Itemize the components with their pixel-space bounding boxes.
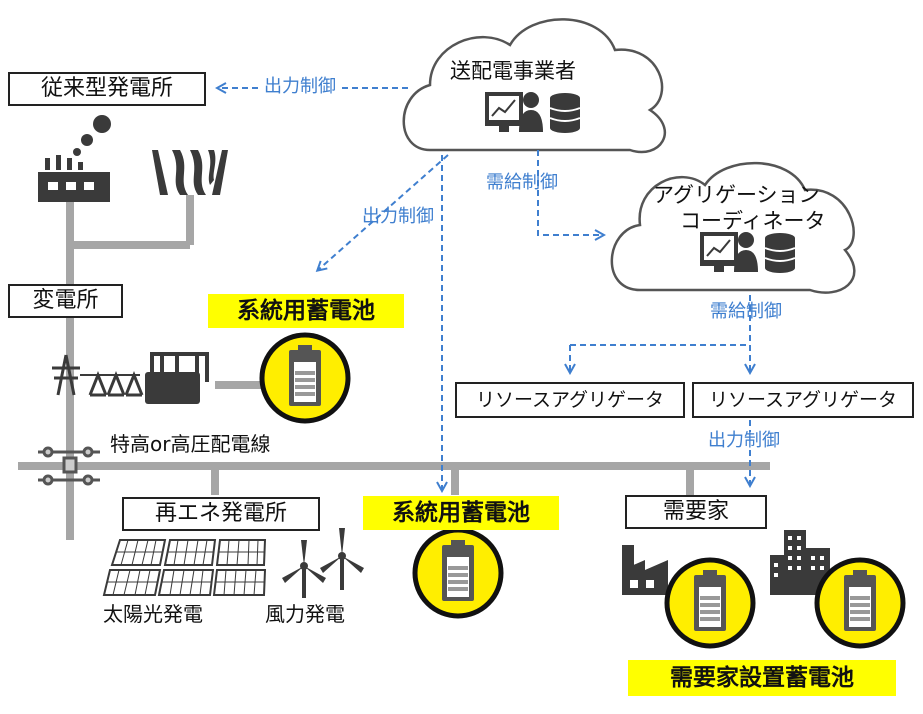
utility-pole-icon (38, 446, 100, 486)
grid-battery-top-icon (262, 335, 348, 421)
consumer-factory-icon (622, 545, 668, 595)
arrow-output-control-diag (318, 154, 449, 270)
insulator-icons (80, 370, 144, 397)
output-control-consumer-label: 出力制御 (708, 430, 780, 451)
power-lines (18, 190, 770, 540)
output-control-diag-label: 出力制御 (362, 206, 434, 227)
supply-demand-control-2-label: 需給制御 (710, 301, 782, 322)
substation-label: 変電所 (8, 284, 123, 318)
wind-label: 風力発電 (265, 602, 345, 626)
operator-staff-icon (484, 91, 581, 134)
coordinator-staff-icon (699, 231, 796, 274)
consumer-battery-icon-2 (817, 560, 903, 646)
wind-turbine-icon (282, 528, 364, 598)
coordinator-label-line1: アグリゲーション (653, 183, 820, 207)
resource-aggregator-1-label: リソースアグリゲータ (455, 382, 685, 418)
solar-panel-icon (102, 539, 267, 596)
resource-aggregator-2-label: リソースアグリゲータ (692, 382, 914, 418)
solar-label: 太陽光発電 (103, 602, 203, 626)
supply-demand-control-1-label: 需給制御 (486, 172, 558, 193)
factory-plant-icon (38, 115, 111, 202)
coordinator-label-line2: コーディネータ (680, 209, 826, 233)
arrow-supply-demand-1 (537, 150, 603, 235)
pylon-icon (52, 354, 80, 396)
grid-battery-mid-label: 系統用蓄電池 (363, 496, 559, 530)
consumer-battery-label: 需要家設置蓄電池 (628, 660, 896, 696)
grid-battery-mid-icon (415, 530, 501, 616)
hydro-dam-icon (152, 150, 228, 195)
distribution-line-label: 特高or高圧配電線 (110, 432, 271, 456)
consumer-battery-icon-1 (667, 560, 753, 646)
transformer-icon (145, 352, 209, 404)
conventional-plant-label: 従来型発電所 (8, 72, 206, 106)
operator-label: 送配電事業者 (450, 59, 576, 83)
output-control-top-label: 出力制御 (262, 76, 338, 97)
grid-battery-top-label: 系統用蓄電池 (208, 294, 404, 328)
consumer-label: 需要家 (625, 495, 767, 529)
operator-cloud (402, 18, 667, 154)
renewable-plant-label: 再エネ発電所 (122, 497, 320, 531)
